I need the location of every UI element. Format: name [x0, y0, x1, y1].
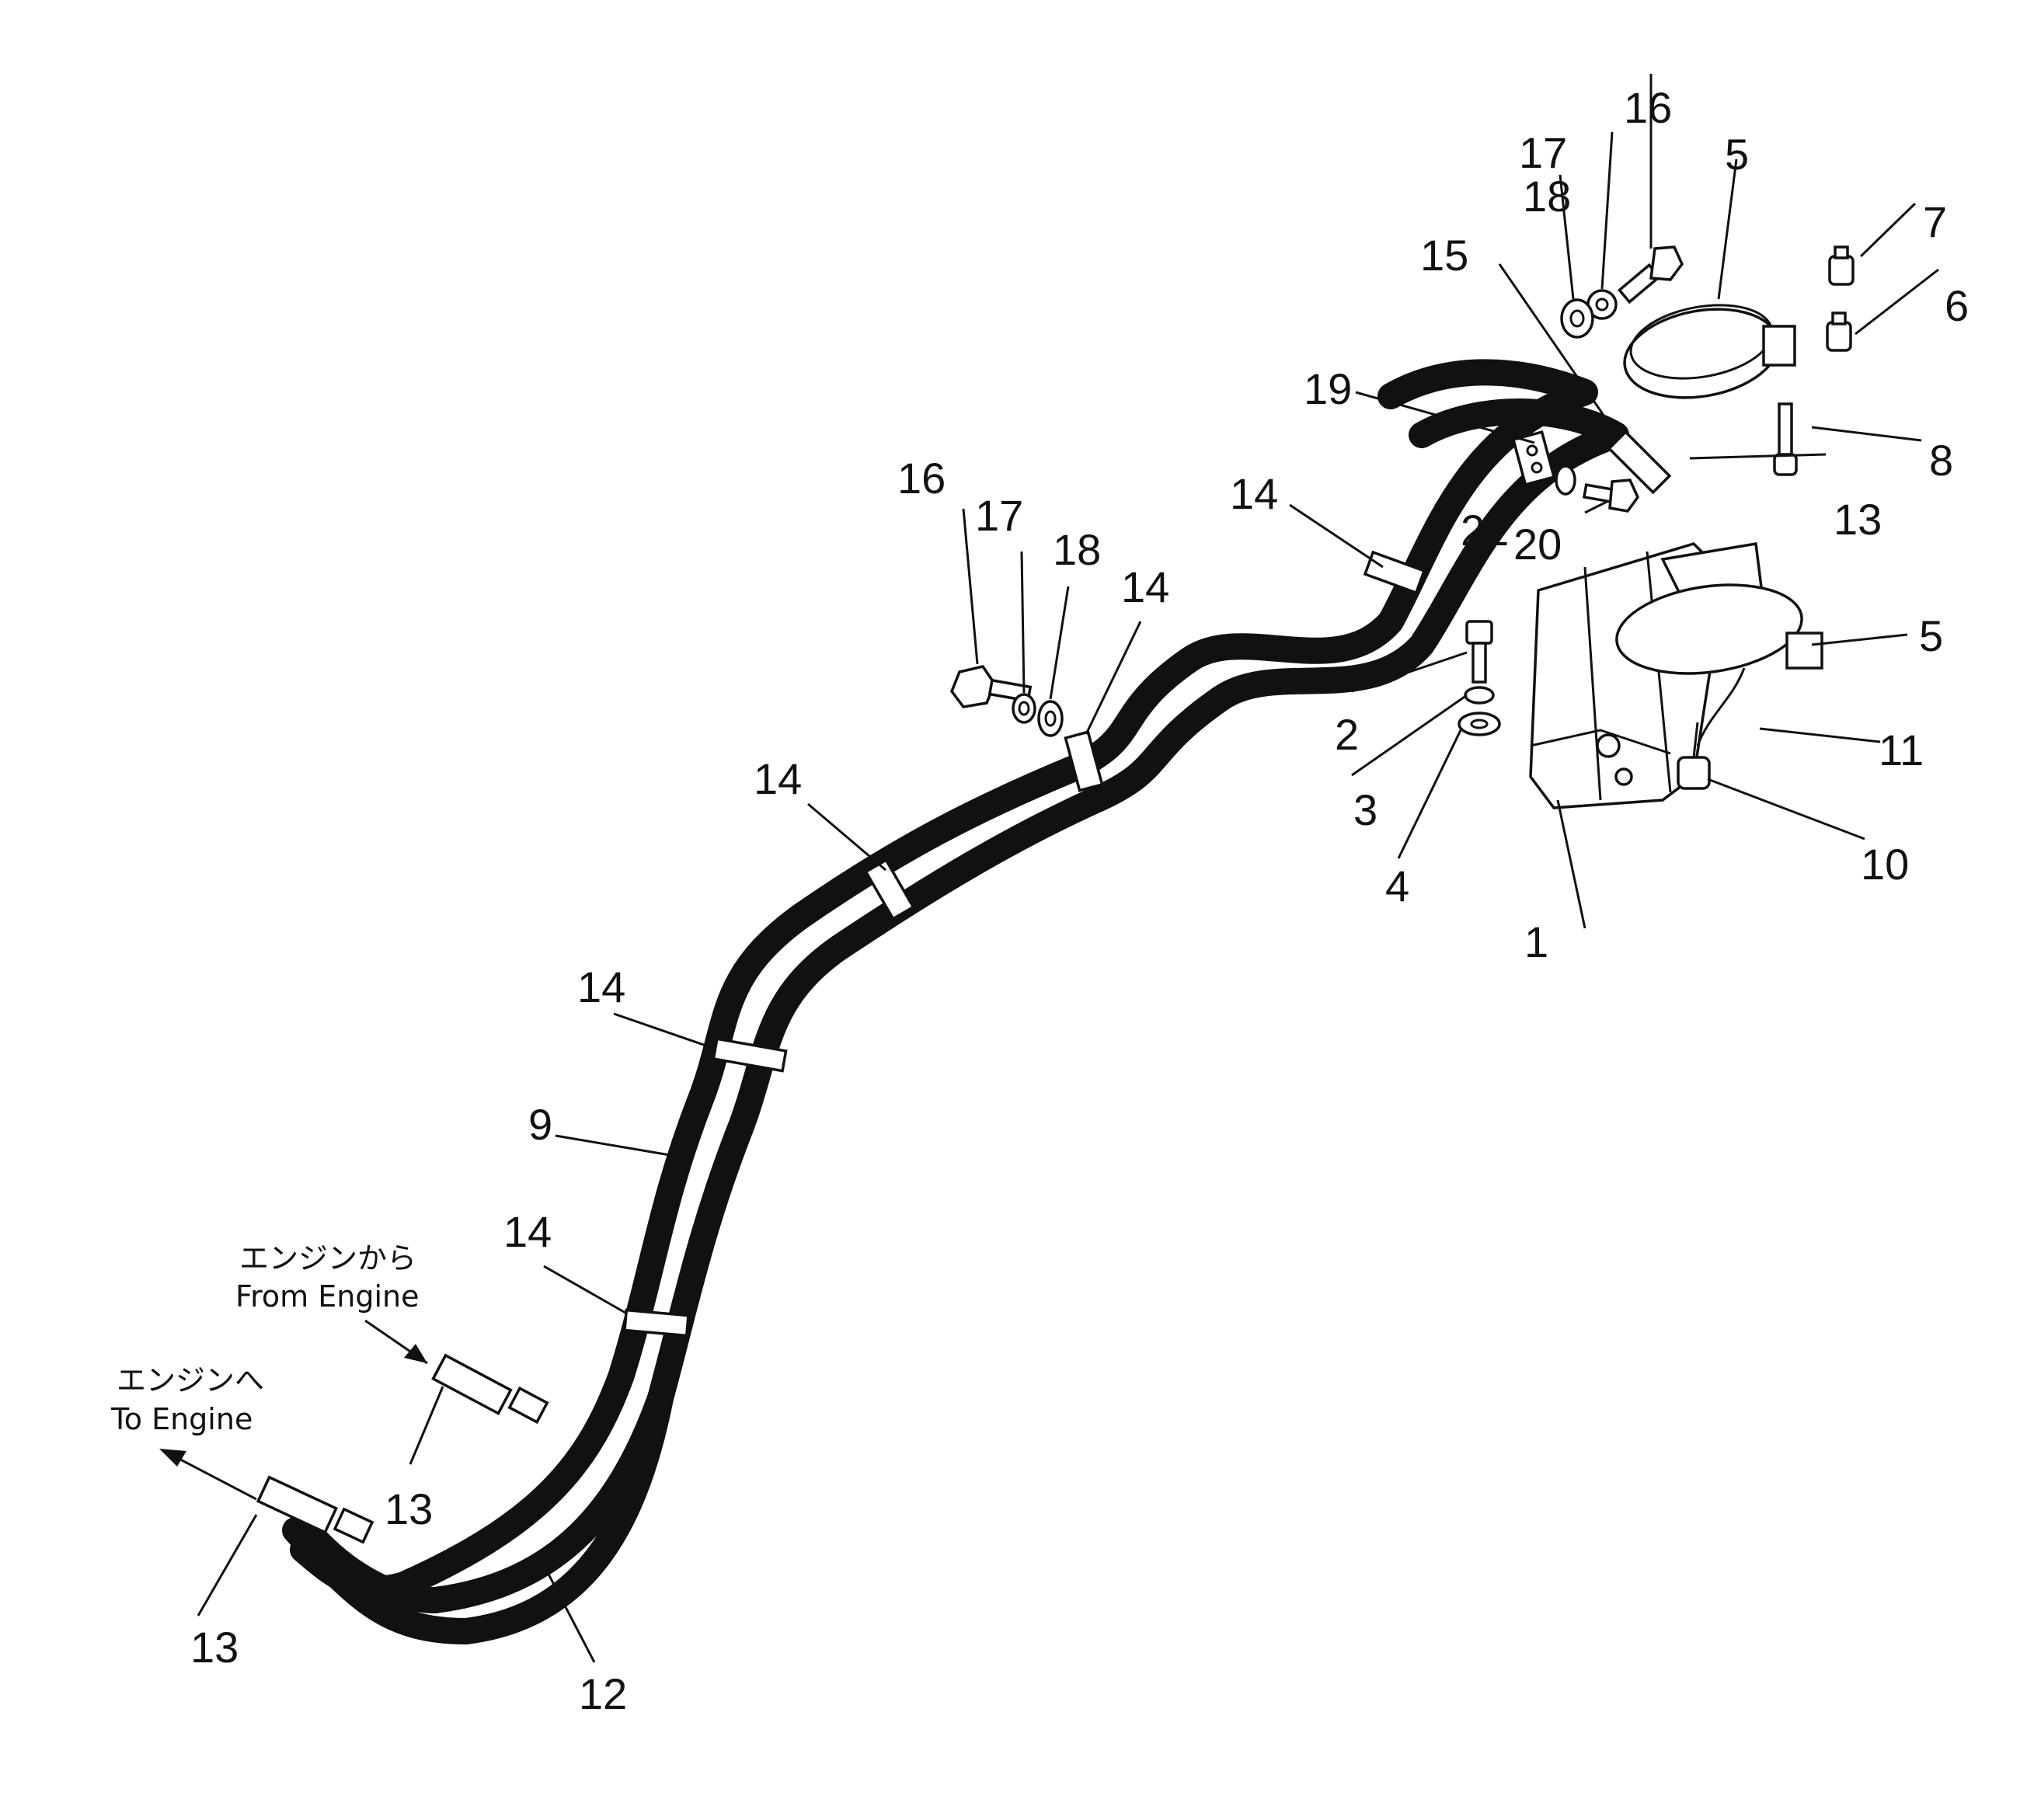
- hose-clamp: [712, 1037, 788, 1073]
- callout-17-top: 17: [1519, 128, 1567, 177]
- coupler-upper: [1607, 430, 1672, 495]
- spring-washer-17-middle: [1012, 693, 1036, 724]
- hose-line-9: [290, 359, 1598, 1603]
- note-to-engine-en: To Engine: [110, 1402, 253, 1436]
- callout-7: 7: [1923, 197, 1947, 246]
- hose-clamp: [623, 1308, 690, 1338]
- hose-clamp: [1363, 550, 1426, 595]
- band-clamp-upper: [1623, 304, 1796, 399]
- direction-notes: エンジンから From Engine エンジンへ To Engine: [110, 1241, 419, 1436]
- callout-5-top: 5: [1725, 130, 1749, 179]
- callout-14-b: 14: [1121, 562, 1169, 611]
- callout-2: 2: [1335, 710, 1359, 759]
- callout-14-a: 14: [1230, 469, 1278, 518]
- leader-lines: [197, 74, 1939, 1663]
- callout-16-top: 16: [1624, 83, 1672, 132]
- callout-14-c: 14: [754, 754, 802, 803]
- spring-washer-3: [1464, 686, 1495, 705]
- grease-fitting-7: [1828, 245, 1855, 286]
- callout-11: 11: [1879, 726, 1924, 774]
- callout-13-to: 13: [190, 1623, 239, 1672]
- callout-labels: 16 17 18 5 15 7 6 19 8 13 21 20 14 5 11 …: [190, 83, 1969, 1718]
- callout-15: 15: [1420, 231, 1468, 280]
- callout-17-middle: 17: [975, 491, 1023, 540]
- callout-10: 10: [1861, 840, 1909, 889]
- hose-line-lower-run: [282, 1385, 674, 1644]
- callout-4: 4: [1385, 861, 1409, 910]
- hose-clamp: [1064, 730, 1104, 792]
- callout-19: 19: [1304, 364, 1352, 413]
- coupler-from-engine: [431, 1353, 549, 1425]
- plate-19: [1511, 430, 1556, 487]
- callout-6: 6: [1945, 281, 1969, 330]
- bolt-16-upper: [1617, 245, 1684, 304]
- callout-9: 9: [528, 1100, 552, 1149]
- callout-16-middle: 16: [897, 454, 946, 503]
- callout-12: 12: [579, 1669, 627, 1718]
- callout-8: 8: [1929, 436, 1953, 485]
- washer-18-middle: [1037, 700, 1064, 737]
- elbow-fitting-10: [1677, 722, 1711, 790]
- callout-18-middle: 18: [1053, 525, 1101, 574]
- coupler-to-engine: [256, 1475, 374, 1544]
- spring-washer-17-upper: [1586, 289, 1618, 320]
- washer-18-upper: [1560, 298, 1594, 339]
- hose-line-12: [298, 398, 1629, 1613]
- callout-21: 21: [1461, 506, 1509, 555]
- bracket: [1529, 541, 1765, 809]
- bolt-2: [1465, 620, 1493, 684]
- arrow-from-engine: [364, 1319, 428, 1365]
- callout-1: 1: [1524, 917, 1548, 966]
- band-clamp-lower: [1615, 583, 1823, 675]
- callout-14-d: 14: [577, 962, 625, 1011]
- callout-18-top: 18: [1523, 172, 1571, 221]
- hose-11: [1696, 667, 1746, 746]
- note-from-engine-jp: エンジンから: [239, 1241, 416, 1275]
- callout-5-lower: 5: [1919, 611, 1943, 660]
- arrow-to-engine: [159, 1449, 257, 1501]
- hose-clamp: [864, 858, 915, 921]
- washer-4: [1458, 712, 1501, 736]
- callout-3: 3: [1353, 785, 1377, 834]
- callout-13-upper: 13: [1834, 495, 1882, 544]
- callout-20: 20: [1513, 520, 1562, 569]
- bolt-20: [1582, 478, 1640, 513]
- note-from-engine-en: From Engine: [235, 1279, 419, 1314]
- callout-13-from: 13: [385, 1484, 433, 1533]
- callout-14-e: 14: [503, 1207, 552, 1256]
- bolt-8: [1773, 402, 1798, 476]
- note-to-engine-jp: エンジンへ: [117, 1363, 264, 1397]
- grease-fitting-6: [1826, 311, 1852, 352]
- washer-21: [1555, 465, 1576, 496]
